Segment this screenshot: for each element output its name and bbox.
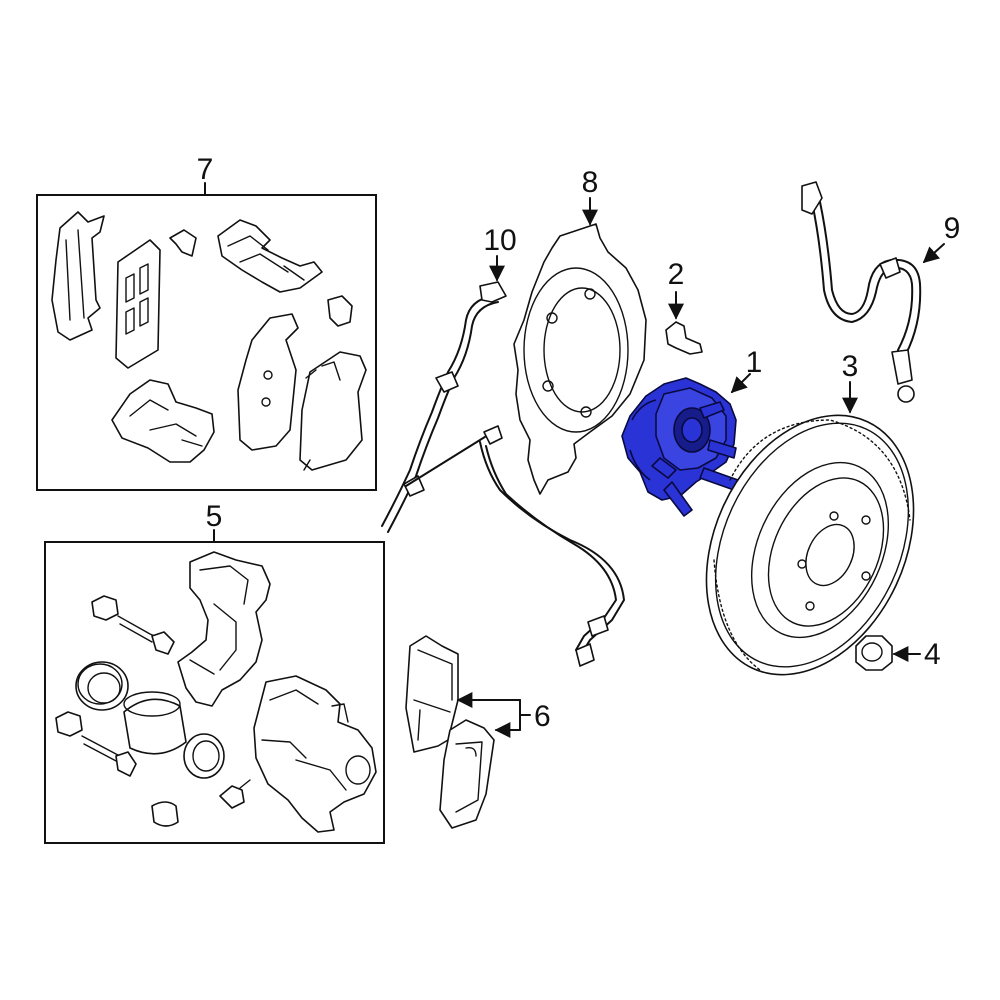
bottom-clip[interactable]: [111, 379, 215, 463]
wire-spring[interactable]: [217, 219, 323, 293]
abs-wire-grommet-2[interactable]: [403, 475, 425, 497]
inner-brake-pad[interactable]: [439, 719, 495, 829]
guide-pin-1[interactable]: [151, 631, 175, 655]
brake-hose-group: 9: [801, 181, 961, 403]
caliper-bracket[interactable]: [177, 551, 271, 707]
callout-8[interactable]: 8: [582, 166, 599, 199]
pin-boot-2[interactable]: [55, 711, 83, 737]
callout-3[interactable]: 3: [842, 350, 859, 383]
hose-bracket[interactable]: [879, 257, 901, 279]
hub-stud-5: [651, 457, 677, 479]
callout-4[interactable]: 4: [924, 638, 941, 671]
hose-banjo[interactable]: [897, 385, 915, 403]
anti-rattle-clip[interactable]: [51, 211, 105, 341]
tab-clip[interactable]: [327, 295, 353, 327]
abs-bracket[interactable]: [483, 425, 503, 445]
callout-5[interactable]: 5: [206, 500, 223, 533]
brake-pads-group: 6: [405, 635, 551, 829]
wheel-stud[interactable]: [665, 321, 703, 355]
callout-9[interactable]: 9: [944, 212, 961, 245]
hub-assembly-group[interactable]: 1: [621, 346, 763, 517]
abs-sensor-tip[interactable]: [575, 643, 595, 667]
abs-wire-grommet-1[interactable]: [435, 371, 459, 393]
bleeder-cap[interactable]: [151, 801, 179, 827]
callout-7[interactable]: 7: [197, 153, 214, 186]
caliper-kit-group: 5: [44, 500, 385, 844]
abs-sensor-connector[interactable]: [479, 281, 507, 303]
nut-group: 4: [855, 635, 941, 671]
piston[interactable]: [123, 698, 187, 755]
hub-assembly-pointer: [730, 373, 751, 394]
callout-6[interactable]: 6: [534, 700, 551, 733]
inner-shim[interactable]: [299, 351, 367, 471]
rotor-group: 3: [705, 350, 915, 676]
hub-stud-1: [699, 401, 725, 419]
bleeder-screw[interactable]: [219, 785, 245, 809]
brake-hose[interactable]: [811, 201, 914, 351]
abs-sensor-group: 10: [381, 224, 625, 667]
hose-fitting-upper[interactable]: [801, 181, 823, 215]
guide-pin-2[interactable]: [115, 751, 137, 777]
hub-stud-3: [699, 467, 739, 491]
abs-sensor-wire-upper[interactable]: [381, 295, 493, 527]
hub-stud-2: [707, 439, 737, 459]
hardware-kit-group: 7: [36, 153, 377, 491]
hub-stud-4: [663, 481, 693, 517]
hardware-kit-box: [36, 194, 377, 491]
pad-shim[interactable]: [115, 239, 161, 369]
splash-shield-group: 8: [513, 166, 647, 495]
axle-nut[interactable]: [855, 635, 893, 671]
wheel-stud-group: 2: [665, 258, 703, 355]
pin-boot-1[interactable]: [91, 595, 119, 621]
brake-hose-pointer: [922, 243, 945, 264]
abs-sensor-head[interactable]: [587, 615, 609, 637]
hose-fitting-lower[interactable]: [891, 349, 913, 385]
small-clip[interactable]: [169, 229, 197, 257]
callout-2[interactable]: 2: [668, 258, 685, 291]
callout-1[interactable]: 1: [746, 346, 763, 379]
outer-shim[interactable]: [237, 313, 299, 451]
callout-10[interactable]: 10: [483, 224, 516, 257]
